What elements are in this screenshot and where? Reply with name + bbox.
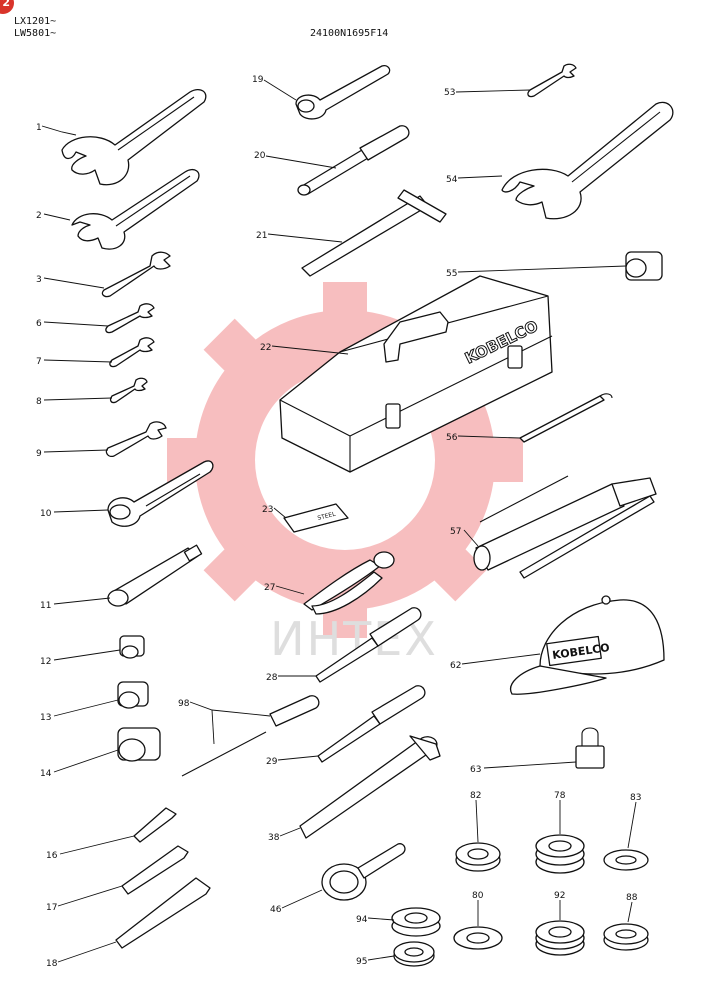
part-23-cutter: STEEL [283, 503, 349, 533]
callout-94: 94 [356, 915, 368, 925]
callout-98: 98 [178, 699, 190, 709]
callout-92: 92 [554, 891, 565, 901]
part-13-socket [117, 681, 149, 709]
callout-19: 19 [252, 75, 264, 85]
callout-27: 27 [264, 583, 275, 593]
callout-1: 1 [36, 123, 42, 133]
part-11-extension-bar [107, 544, 203, 607]
part-46-filter-wrench [321, 843, 406, 901]
callout-3: 3 [36, 275, 42, 285]
part-3-wrench [101, 251, 171, 298]
watermark-gear-tooth [477, 438, 523, 482]
callout-7: 7 [36, 357, 42, 367]
callout-57: 57 [450, 527, 461, 537]
callout-2: 2 [36, 211, 42, 221]
part-92-washer-stack [535, 920, 585, 956]
callout-13: 13 [40, 713, 51, 723]
callout-8: 8 [36, 397, 42, 407]
callout-80: 80 [472, 891, 484, 901]
callout-95: 95 [356, 957, 367, 967]
callout-17: 17 [46, 903, 57, 913]
part-54-large-spanner [501, 101, 674, 220]
callout-46: 46 [270, 905, 282, 915]
part-14-socket [117, 727, 161, 762]
callout-11: 11 [40, 601, 51, 611]
part-57-grease-gun [473, 475, 657, 579]
callout-18: 18 [46, 959, 58, 969]
callout-88: 88 [626, 893, 638, 903]
leader-lines [41, 79, 637, 963]
part-94-ring-stack [391, 907, 441, 937]
callout-14: 14 [40, 769, 52, 779]
callout-10: 10 [40, 509, 52, 519]
part-38-long-hex-key [299, 735, 441, 839]
part-63-padlock [575, 727, 605, 769]
part-2-spanner [71, 168, 200, 250]
part-27-pliers [303, 551, 395, 615]
part-12-socket [119, 635, 145, 659]
watermark-gear-tooth [422, 537, 487, 602]
part-82-washer [455, 842, 501, 872]
part-20-nut-driver [297, 125, 410, 196]
callout-83: 83 [630, 793, 641, 803]
callout-56: 56 [446, 433, 458, 443]
part-16-hex-key [133, 807, 177, 843]
part-22-toolbox: KOBELCO [279, 275, 553, 473]
part-9-offset-wrench [105, 421, 167, 458]
part-1-large-spanner [61, 88, 207, 186]
part-17-hex-key [121, 845, 189, 895]
callout-28: 28 [266, 673, 278, 683]
part-8-wrench [109, 377, 148, 404]
callout-82: 82 [470, 791, 481, 801]
callout-63: 63 [470, 765, 481, 775]
part-83-washer [603, 849, 649, 871]
callout-78: 78 [554, 791, 566, 801]
part-28-screwdriver [315, 607, 422, 683]
callout-23: 23 [262, 505, 273, 515]
part-95-ring [393, 941, 435, 967]
callout-9: 9 [36, 449, 42, 459]
part-21-t-bar [301, 189, 447, 277]
part-29-screwdriver [317, 685, 426, 763]
callout-6: 6 [36, 319, 42, 329]
part-6-wrench [105, 303, 155, 334]
callout-12: 12 [40, 657, 51, 667]
part-88-washer [603, 923, 649, 951]
watermark-gear-tooth [203, 537, 268, 602]
callout-labels: 1 2 3 6 7 8 9 10 11 12 13 14 16 17 18 19… [36, 75, 641, 969]
part-7-wrench [109, 337, 155, 368]
model-code-2: LW5801~ [14, 28, 57, 39]
cutter-mark: STEEL [317, 511, 337, 522]
callout-53: 53 [444, 88, 455, 98]
part-19-adjustable-wrench [295, 64, 391, 120]
part-80-washer [453, 926, 503, 950]
callout-21: 21 [256, 231, 267, 241]
page-badge: 2 [0, 0, 14, 14]
part-18-hex-key [115, 877, 211, 949]
part-78-washer-stack [535, 834, 585, 874]
part-53-small-wrench [527, 63, 577, 98]
part-62-cap: KOBELCO [510, 595, 665, 695]
watermark-gear-tooth [323, 282, 367, 328]
callout-54: 54 [446, 175, 458, 185]
callout-55: 55 [446, 269, 457, 279]
callout-38: 38 [268, 833, 280, 843]
part-56-grease-nozzle [519, 393, 613, 443]
callout-16: 16 [46, 851, 58, 861]
callout-29: 29 [266, 757, 278, 767]
part-98-screwdriver-set [181, 695, 320, 777]
callout-62: 62 [450, 661, 461, 671]
watermark-gear-tooth [203, 318, 268, 383]
diagram-part-number: 24100N1695F14 [310, 28, 389, 39]
part-10-ratchet-handle [107, 460, 214, 527]
callout-20: 20 [254, 151, 266, 161]
part-55-socket [625, 251, 663, 281]
callout-22: 22 [260, 343, 271, 353]
model-code-1: LX1201~ [14, 16, 57, 27]
